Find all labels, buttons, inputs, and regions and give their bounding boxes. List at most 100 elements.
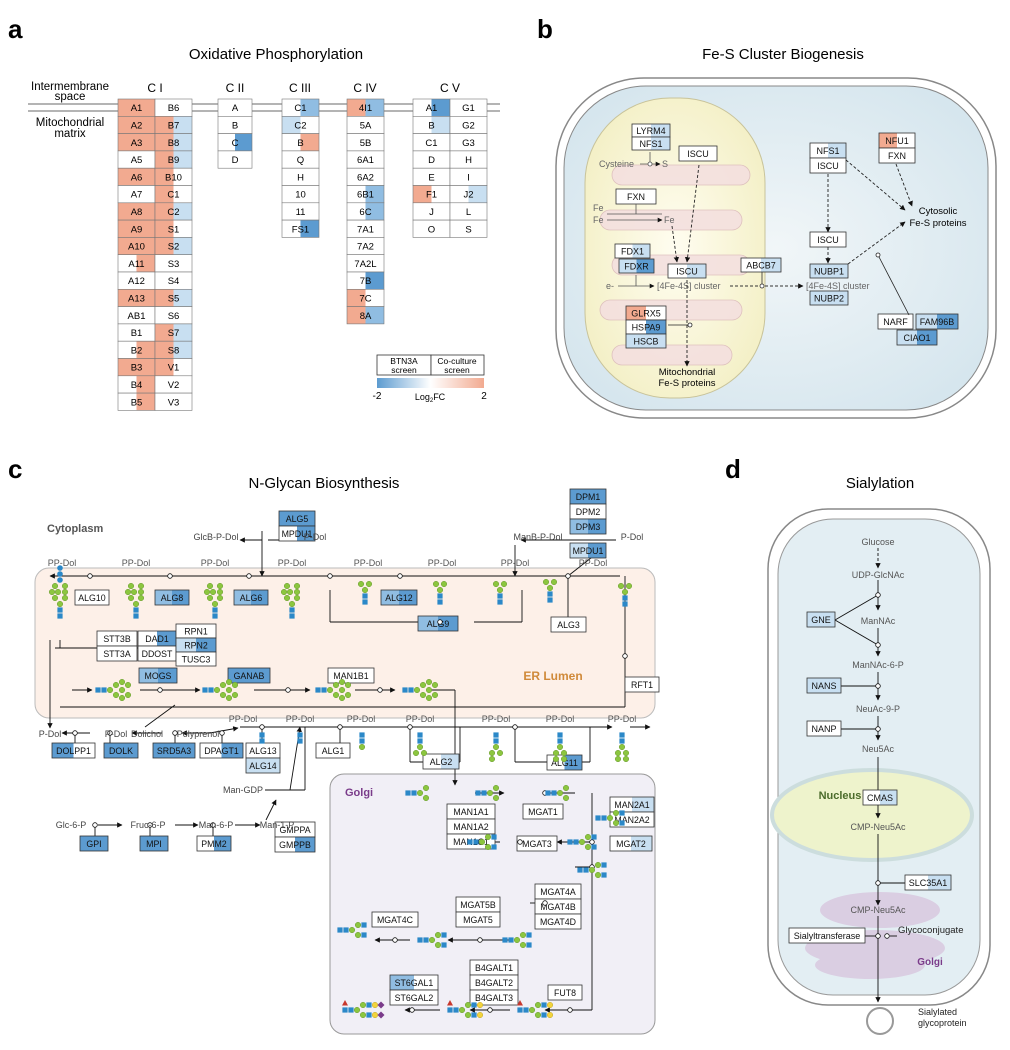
subunit-label: S3 — [168, 259, 180, 270]
gene-fdx1-coculture-half — [632, 244, 650, 258]
gene-gmppb-btn3a-half — [275, 837, 295, 852]
gene-pmm2: PMM2 — [196, 835, 232, 852]
subunit-btn3a-half — [450, 220, 469, 238]
subunit-btn3a-half — [155, 150, 174, 169]
enzyme-node — [397, 573, 403, 579]
gene-alg12-coculture-half — [399, 590, 417, 605]
gene-gne: GNE — [806, 611, 836, 628]
subunit-coculture-half — [173, 375, 192, 394]
subunit-cell: D — [412, 150, 451, 169]
glycan-icon — [467, 834, 497, 851]
subunit-cell: 7A2 — [346, 237, 385, 255]
gene-tusc3-coculture-half — [196, 652, 216, 666]
gene-dolk: DOLK — [103, 742, 139, 759]
subunit-coculture-half — [173, 272, 192, 290]
subunit-btn3a-half — [282, 99, 301, 117]
gene-dpm1-coculture-half — [588, 489, 606, 504]
gene-fam96b: FAM96B — [915, 313, 959, 330]
gene-cmas-coculture-half — [880, 790, 897, 805]
gene-iscu_top: ISCU — [678, 145, 718, 162]
glycan-icon — [545, 785, 570, 802]
subunit-cell: 7B — [346, 271, 385, 290]
label-udp: UDP-GlcNAc — [852, 570, 905, 580]
subunit-cell: O — [412, 219, 451, 238]
gene-alg8-coculture-half — [172, 590, 189, 605]
enzyme-node — [246, 573, 252, 579]
gene-alg14-btn3a-half — [246, 758, 263, 773]
subunit-cell: B8 — [154, 133, 193, 152]
enzyme-node — [407, 724, 413, 730]
subunit-cell: S3 — [154, 254, 193, 273]
subunit-btn3a-half — [413, 116, 432, 134]
gene-cmas-label: CMAS — [867, 793, 893, 803]
subunit-coculture-half — [300, 185, 319, 203]
gene-rpn2-coculture-half — [196, 638, 216, 652]
subunit-btn3a-half — [118, 150, 137, 169]
gene-b4galt3-btn3a-half — [470, 990, 494, 1005]
panel-a: Intermembrane space Mitochondrial matrix… — [28, 81, 500, 411]
gene-cmas: CMAS — [862, 789, 898, 806]
subunit-coculture-half — [300, 133, 319, 151]
enzyme-node — [210, 822, 216, 828]
gene-mgat2-btn3a-half — [610, 836, 631, 851]
subunit-label: 7B — [360, 276, 372, 287]
subunit-label: A1 — [131, 103, 143, 114]
gene-man1a1-label: MAN1A1 — [453, 807, 488, 817]
gene-fxn_mito-label: FXN — [627, 192, 645, 202]
subunit-label: V1 — [168, 363, 180, 374]
subunit-cell: 6C — [346, 202, 385, 221]
gene-dad1-label: DAD1 — [145, 634, 169, 644]
subunit-cell: A10 — [117, 237, 156, 255]
glycan-icon — [203, 583, 223, 619]
pp-dol-label: PP-Dol — [347, 714, 376, 724]
glycan-icon — [493, 581, 508, 605]
gene-alg2-btn3a-half — [423, 754, 441, 769]
subunit-cell: A1 — [117, 98, 156, 117]
gene-alg5-label: ALG5 — [286, 514, 309, 524]
gene-fam96b-btn3a-half — [916, 314, 937, 329]
subunit-coculture-half — [431, 220, 450, 238]
gene-tusc3: TUSC3 — [175, 651, 217, 667]
golgi-d — [805, 892, 945, 979]
panel-letter-d: d — [725, 454, 741, 484]
subunit-label: J2 — [463, 190, 473, 201]
glycan-icon — [342, 1000, 385, 1019]
subunit-label: A8 — [131, 207, 143, 218]
glycan-icon — [502, 932, 532, 949]
subunit-cell: A1 — [412, 98, 451, 117]
subunit-label: 7C — [359, 293, 371, 304]
gene-man1b1-coculture-half — [351, 668, 374, 683]
subunit-cell: 7A2L — [346, 254, 385, 273]
label-pdol-man: P-Dol — [621, 532, 644, 542]
subunit-coculture-half — [136, 306, 155, 324]
legend-coculture: Co-culture — [437, 356, 476, 366]
subunit-btn3a-half — [155, 375, 174, 394]
subunit-label: 6A1 — [357, 155, 374, 166]
gene-man2a2-label: MAN2A2 — [614, 815, 649, 825]
subunit-btn3a-half — [118, 341, 137, 359]
subunit-coculture-half — [136, 237, 155, 255]
gene-mgat5-btn3a-half — [456, 912, 478, 927]
subunit-cell: D — [217, 150, 253, 169]
gene-iscu_top-btn3a-half — [679, 146, 698, 161]
gene-man1a2-btn3a-half — [447, 819, 471, 834]
title-fes: Fe-S Cluster Biogenesis — [702, 46, 864, 63]
subunit-label: B7 — [168, 120, 180, 131]
gene-dolk-btn3a-half — [104, 743, 121, 758]
gene-dolpp1: DOLPP1 — [51, 742, 96, 759]
gene-man1b1: MAN1B1 — [327, 667, 375, 684]
gene-alg10-coculture-half — [92, 590, 109, 605]
subunit-btn3a-half — [347, 237, 366, 255]
gene-dpm3-label: DPM3 — [576, 522, 601, 532]
subunit-label: A7 — [131, 190, 143, 201]
gene-b4galt2-label: B4GALT2 — [475, 978, 513, 988]
gene-mogs-coculture-half — [158, 668, 177, 683]
gene-mgat4c: MGAT4C — [371, 911, 419, 928]
subunit-label: C2 — [167, 207, 179, 218]
subunit-cell: B — [281, 133, 320, 152]
gene-alg12: ALG12 — [380, 589, 418, 606]
gene-mgat4d-label: MGAT4D — [540, 917, 576, 927]
subunit-btn3a-half — [218, 133, 235, 151]
